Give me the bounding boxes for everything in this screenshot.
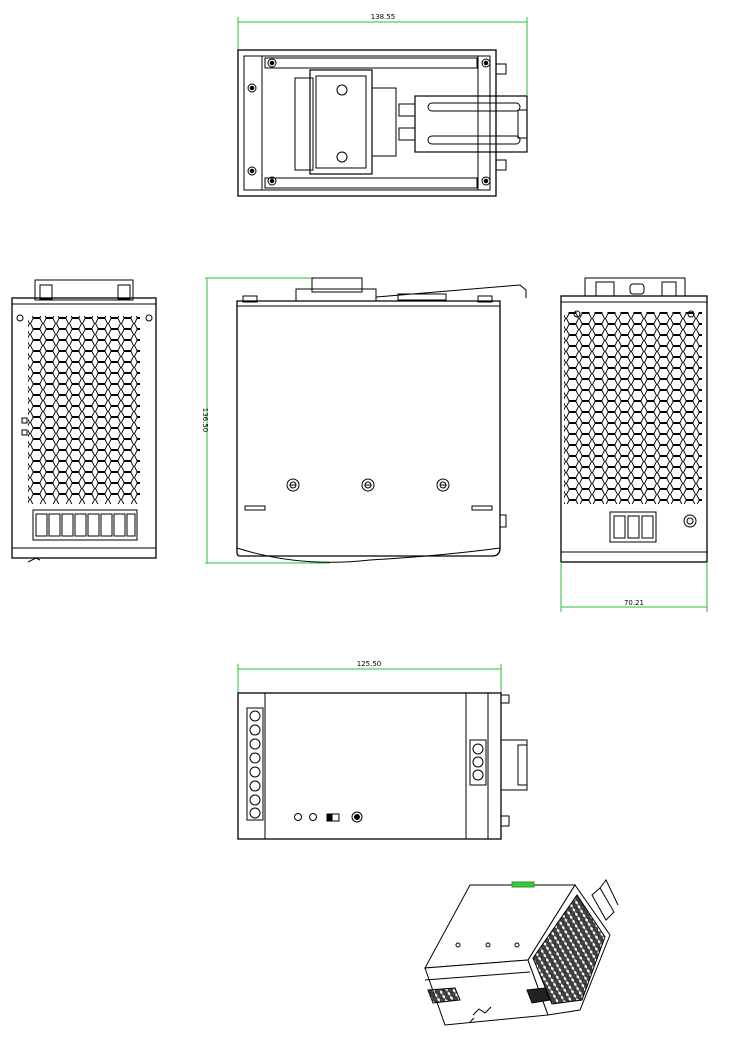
front-view: 136.50	[201, 277, 527, 564]
bottom-width-dimension	[237, 664, 502, 695]
top-width-dimension	[237, 17, 528, 95]
screw-3	[436, 478, 450, 492]
isometric-view	[424, 879, 619, 1026]
left-end-view	[11, 279, 157, 563]
terminal-circles-left	[249, 710, 261, 819]
screw-1	[286, 478, 300, 492]
right-end-view	[560, 277, 708, 612]
depth-dimension	[560, 562, 708, 612]
bottom-view	[237, 664, 528, 840]
height-label: 136.50	[201, 408, 209, 433]
top-width-label: 138.55	[371, 13, 396, 21]
height-dimension	[205, 277, 330, 564]
screw-2	[361, 478, 375, 492]
depth-label: 70.21	[624, 599, 644, 607]
top-view: 138.55	[237, 13, 528, 197]
bottom-width-label: 125.50	[357, 660, 382, 668]
terminal-slots	[35, 513, 136, 537]
